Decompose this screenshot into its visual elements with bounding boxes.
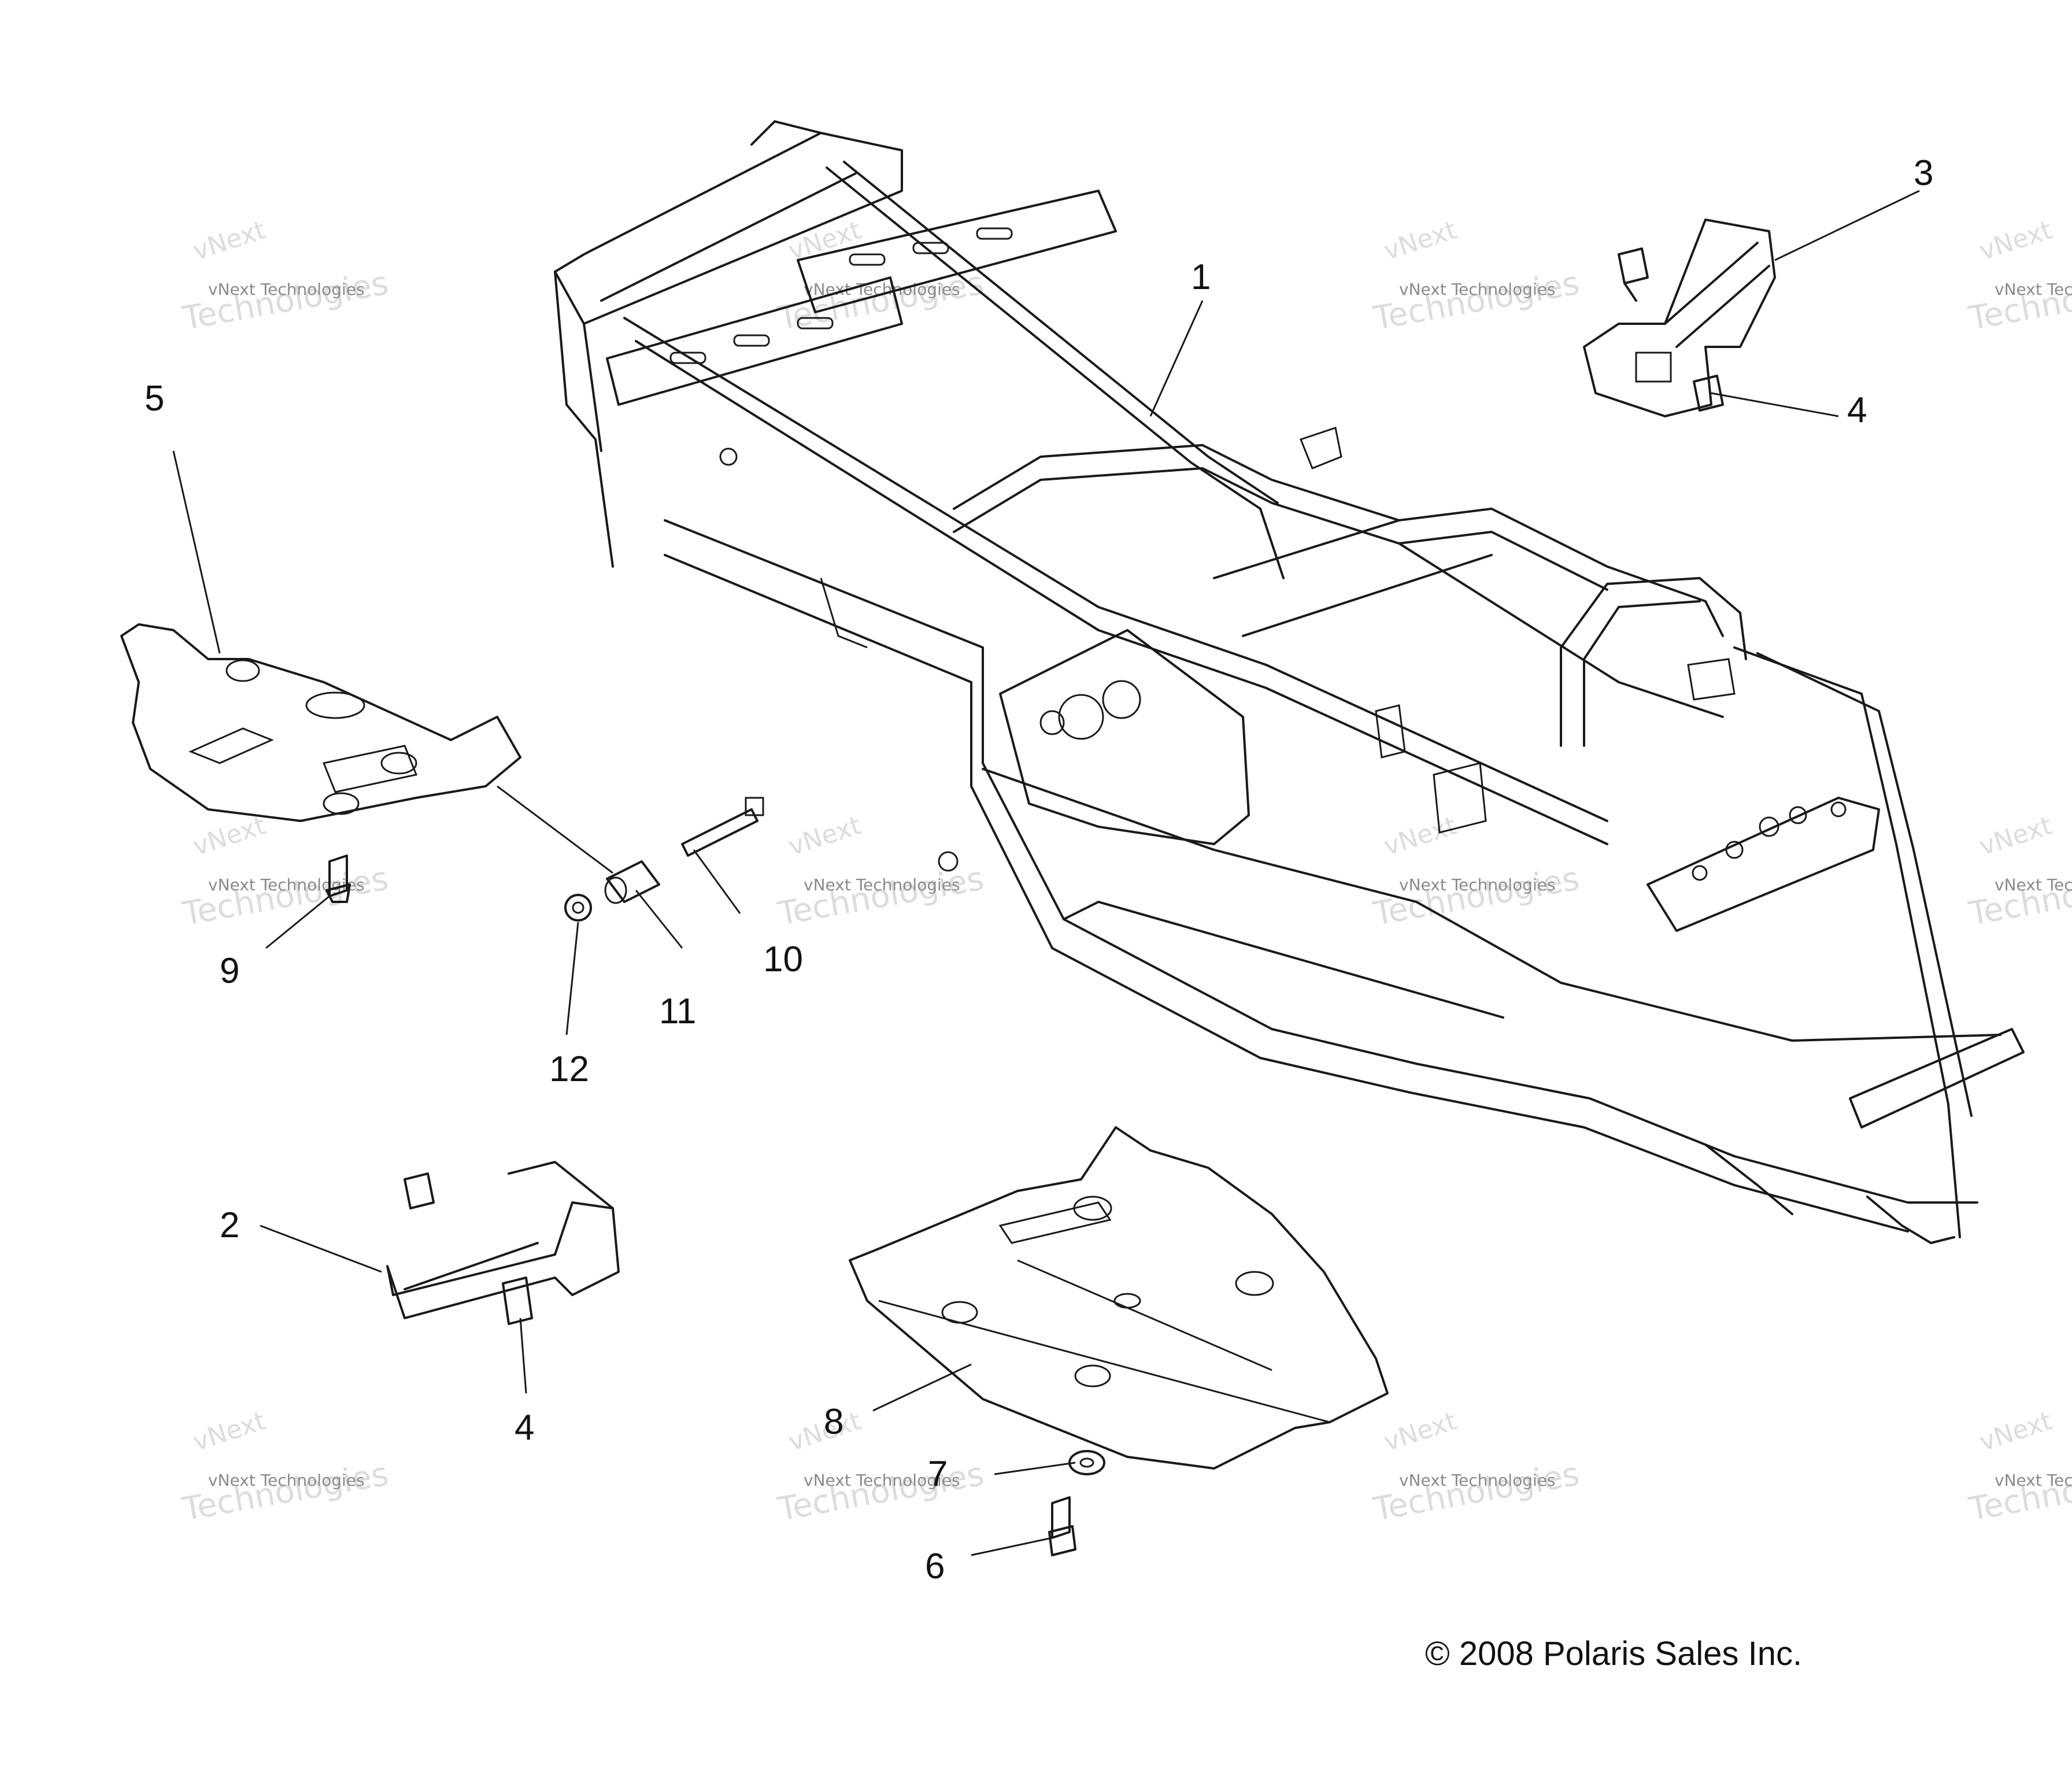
watermark-small: vNext Technologies [208, 280, 365, 299]
callout-2: 2 [220, 1205, 239, 1245]
watermark-small: vNext Technologies [1399, 875, 1556, 894]
watermark-small: vNext Technologies [1399, 280, 1556, 299]
callout-7: 7 [928, 1454, 948, 1494]
callout-8: 8 [824, 1402, 843, 1442]
watermark-top: vNext [190, 811, 269, 861]
watermark-big: Technologies [1370, 264, 1582, 338]
watermark-small: vNext Technologies [804, 875, 960, 894]
copyright-notice: © 2008 Polaris Sales Inc. [1425, 1635, 1802, 1673]
watermark-top: vNext [1976, 215, 2056, 266]
watermark-big: Technologies [1966, 264, 2072, 338]
callout-9: 9 [220, 951, 239, 991]
watermark-top: vNext [190, 1406, 269, 1457]
watermark-top: vNext [1976, 1406, 2056, 1457]
watermark-top: vNext [1381, 1406, 1460, 1457]
watermark-big: Technologies [179, 1455, 391, 1529]
callout-10: 10 [763, 939, 803, 979]
skid-plate-left [120, 623, 521, 822]
watermark-small: vNext Technologies [1399, 1471, 1556, 1490]
callout-12: 12 [549, 1049, 589, 1089]
watermark-small: vNext Technologies [208, 1471, 365, 1490]
main-frame [554, 120, 2025, 1244]
footrest-bracket-right [1583, 219, 1776, 417]
watermark-big: Technologies [775, 1455, 987, 1529]
leader-lines [172, 190, 1920, 1556]
callout-6: 6 [925, 1546, 945, 1586]
footrest-bracket-left [386, 1161, 620, 1325]
watermark-small: vNext Technologies [804, 1471, 960, 1490]
watermark-big: Technologies [1370, 1455, 1582, 1529]
hardware [325, 797, 1105, 1556]
skid-plate-center [849, 1126, 1389, 1470]
callout-4-lower: 4 [515, 1408, 534, 1448]
watermark-big: Technologies [179, 860, 391, 933]
watermark-top: vNext [1976, 811, 2056, 861]
watermark-top: vNext [190, 215, 269, 266]
watermark-top: vNext [785, 811, 865, 861]
callout-1: 1 [1191, 257, 1211, 297]
watermark-small: vNext Technologies [208, 875, 365, 894]
watermark-small: vNext Technologies [1995, 1471, 2072, 1490]
watermark-big: Technologies [1966, 860, 2072, 933]
watermark-big: Technologies [1370, 860, 1582, 933]
watermark-big: Technologies [179, 264, 391, 338]
watermark-top: vNext [1381, 811, 1460, 861]
callout-3: 3 [1914, 153, 1933, 193]
watermark-small: vNext Technologies [1995, 280, 2072, 299]
watermark-big: Technologies [775, 860, 987, 933]
watermark-big: Technologies [1966, 1455, 2072, 1529]
watermark-small: vNext Technologies [1995, 875, 2072, 894]
watermark-top: vNext [1381, 215, 1460, 266]
callout-11: 11 [659, 991, 696, 1031]
callout-4-upper: 4 [1847, 390, 1867, 430]
callout-5: 5 [145, 379, 164, 419]
callouts: 1 2 3 4 4 5 6 7 8 9 10 11 12 [145, 153, 1933, 1586]
